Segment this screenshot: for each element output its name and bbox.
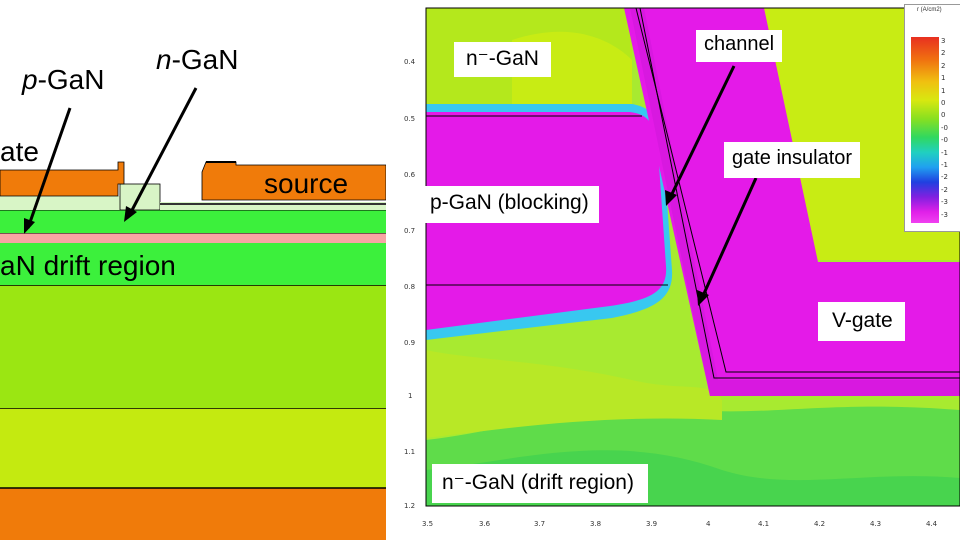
source-label: source bbox=[264, 168, 349, 199]
contour-plot bbox=[425, 7, 960, 507]
drift-region-label: n⁻-GaN (drift region) bbox=[432, 464, 648, 503]
x-tick: 3.8 bbox=[590, 520, 602, 528]
x-tick: 4.4 bbox=[926, 520, 938, 528]
colorbar-title: r (A/cm2) bbox=[917, 7, 942, 13]
n-gan-arrow bbox=[128, 87, 198, 215]
v-gate-label: V-gate bbox=[818, 302, 905, 341]
y-tick: 0.9 bbox=[404, 339, 416, 347]
y-tick: 0.5 bbox=[404, 115, 416, 123]
y-tick: 0.8 bbox=[404, 283, 416, 291]
drift-layer bbox=[0, 243, 386, 285]
simulation-plot: 0.4 0.5 0.6 0.7 0.8 0.9 1 1.1 1.2 3.5 3.… bbox=[392, 0, 960, 540]
p-gan-layer bbox=[0, 233, 386, 243]
x-tick: 4 bbox=[706, 520, 711, 528]
x-tick: 3.7 bbox=[534, 520, 546, 528]
y-tick: 0.6 bbox=[404, 171, 416, 179]
p-gan-blocking-label: p-GaN (blocking) bbox=[420, 186, 599, 223]
n-gan-top-label: n⁻-GaN bbox=[454, 42, 551, 77]
x-tick: 3.5 bbox=[422, 520, 434, 528]
cross-section-layers bbox=[0, 87, 386, 540]
channel-label: channel bbox=[696, 30, 783, 62]
p-gan-arrow bbox=[26, 107, 72, 229]
gate-insulator-label: gate insulator bbox=[724, 142, 861, 178]
substrate-layer bbox=[0, 488, 386, 540]
y-tick: 1 bbox=[408, 392, 413, 400]
x-tick: 4.1 bbox=[758, 520, 770, 528]
x-tick: 3.9 bbox=[646, 520, 658, 528]
y-tick: 0.4 bbox=[404, 58, 416, 66]
lower-yellow-layer bbox=[0, 408, 386, 488]
y-tick: 0.7 bbox=[404, 227, 416, 235]
x-tick: 4.2 bbox=[814, 520, 826, 528]
x-tick: 4.3 bbox=[870, 520, 882, 528]
n-gan-layer bbox=[0, 210, 386, 233]
gate-insulator-arrow bbox=[700, 177, 758, 299]
y-tick: 1.1 bbox=[404, 448, 416, 456]
n-gan-label: n-GaN bbox=[156, 44, 239, 75]
channel-arrow bbox=[668, 65, 736, 199]
drift-region-label: aN drift region bbox=[0, 250, 176, 281]
gate-label: ate bbox=[0, 136, 39, 167]
p-gan-label: p-GaN bbox=[22, 64, 105, 95]
device-cross-section: p-GaN n-GaN ate source aN drift region bbox=[0, 0, 386, 540]
y-tick: 1.2 bbox=[404, 502, 416, 510]
x-tick: 3.6 bbox=[479, 520, 491, 528]
mid-lime-layer bbox=[0, 285, 386, 408]
